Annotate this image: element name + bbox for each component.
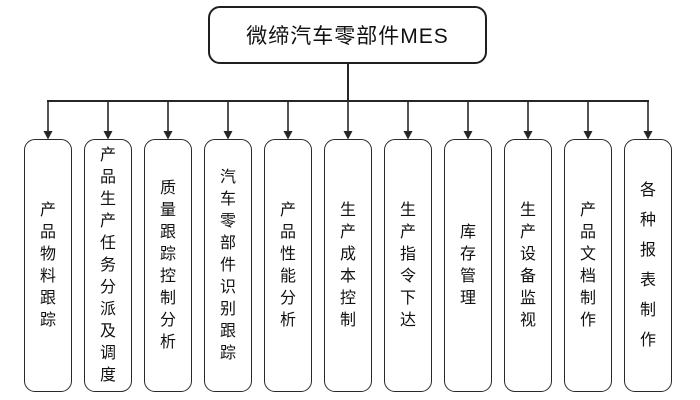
root-node-mes: 微缔汽车零部件MES: [208, 6, 487, 64]
module-label: 生产指令下达: [399, 201, 416, 329]
module-production-task-dispatch-scheduling: 产品生产任务分派及调度: [84, 139, 132, 392]
module-label: 质量跟踪控制分析: [159, 179, 176, 351]
module-product-material-tracking: 产品物料跟踪: [24, 139, 72, 392]
module-label: 生产设备监视: [519, 201, 536, 329]
module-production-order-issuing: 生产指令下达: [384, 139, 432, 392]
module-label: 各种报表制作: [639, 181, 656, 349]
modules-row: 产品物料跟踪 产品生产任务分派及调度 质量跟踪控制分析 汽车零部件识别跟踪 产品…: [24, 139, 672, 392]
module-production-cost-control: 生产成本控制: [324, 139, 372, 392]
diagram-title: 微缔汽车零部件MES: [246, 25, 449, 48]
module-inventory-management: 库存管理: [444, 139, 492, 392]
module-label: 产品生产任务分派及调度: [99, 146, 116, 384]
module-label: 生产成本控制: [339, 201, 356, 329]
module-auto-parts-identification-tracking: 汽车零部件识别跟踪: [204, 139, 252, 392]
module-label: 产品物料跟踪: [39, 201, 56, 329]
module-production-equipment-monitoring: 生产设备监视: [504, 139, 552, 392]
module-quality-tracking-control-analysis: 质量跟踪控制分析: [144, 139, 192, 392]
module-product-performance-analysis: 产品性能分析: [264, 139, 312, 392]
module-label: 产品文档制作: [579, 201, 596, 329]
module-label: 产品性能分析: [279, 201, 296, 329]
module-label: 库存管理: [459, 223, 476, 307]
module-label: 汽车零部件识别跟踪: [219, 168, 236, 362]
module-product-document-creation: 产品文档制作: [564, 139, 612, 392]
drop-lines: [47, 100, 649, 132]
module-report-creation: 各种报表制作: [624, 139, 672, 392]
